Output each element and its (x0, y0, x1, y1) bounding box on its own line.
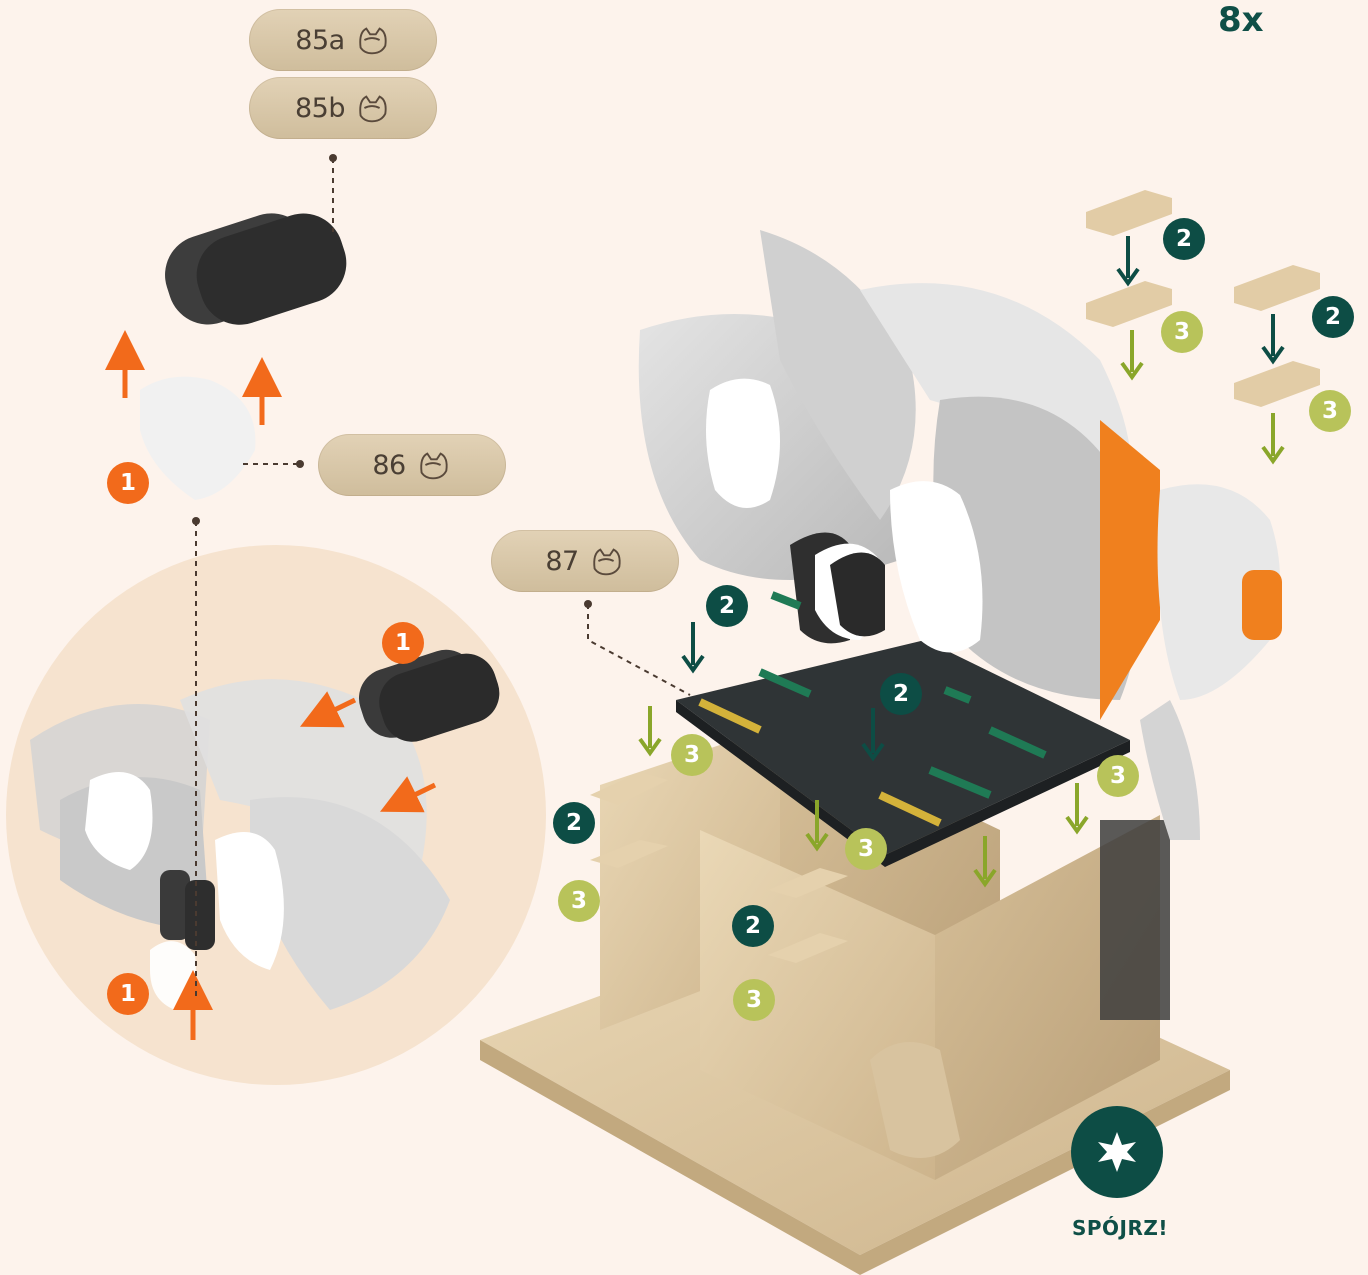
raccoon-icon (414, 446, 452, 484)
look-label: SPÓJRZ! (1040, 1216, 1200, 1240)
step-badge-3: 3 (558, 880, 600, 922)
detail-inset (6, 545, 546, 1085)
part-label-85a: 85a (249, 9, 437, 71)
step-badge-1: 1 (382, 622, 424, 664)
part-number: 85b (295, 93, 345, 124)
part-number: 86 (372, 450, 405, 481)
raccoon-icon (353, 89, 391, 127)
part-label-87: 87 (491, 530, 679, 592)
step-badge-2: 2 (732, 905, 774, 947)
step-badge-3: 3 (671, 734, 713, 776)
step-badge-2: 2 (553, 802, 595, 844)
step-badge-3: 3 (733, 979, 775, 1021)
step-badge-2: 2 (880, 673, 922, 715)
step-badge-3: 3 (1309, 390, 1351, 432)
star-icon (1094, 1129, 1140, 1175)
raccoon-icon (587, 542, 625, 580)
step-badge-3: 3 (1161, 311, 1203, 353)
raccoon-icon (353, 21, 391, 59)
look-button[interactable] (1071, 1106, 1163, 1198)
quantity-label: 8x (1218, 0, 1264, 40)
loose-pegs (1086, 190, 1320, 407)
step-badge-1: 1 (107, 462, 149, 504)
step-badge-1: 1 (107, 973, 149, 1015)
part-number: 85a (295, 25, 344, 56)
step-badge-2: 2 (1312, 296, 1354, 338)
part-label-85b: 85b (249, 77, 437, 139)
part-label-86: 86 (318, 434, 506, 496)
step-badge-3: 3 (1097, 755, 1139, 797)
main-assembly (480, 230, 1282, 1275)
step-badge-2: 2 (1163, 218, 1205, 260)
step-badge-3: 3 (845, 828, 887, 870)
step-badge-2: 2 (706, 585, 748, 627)
part-number: 87 (545, 546, 578, 577)
